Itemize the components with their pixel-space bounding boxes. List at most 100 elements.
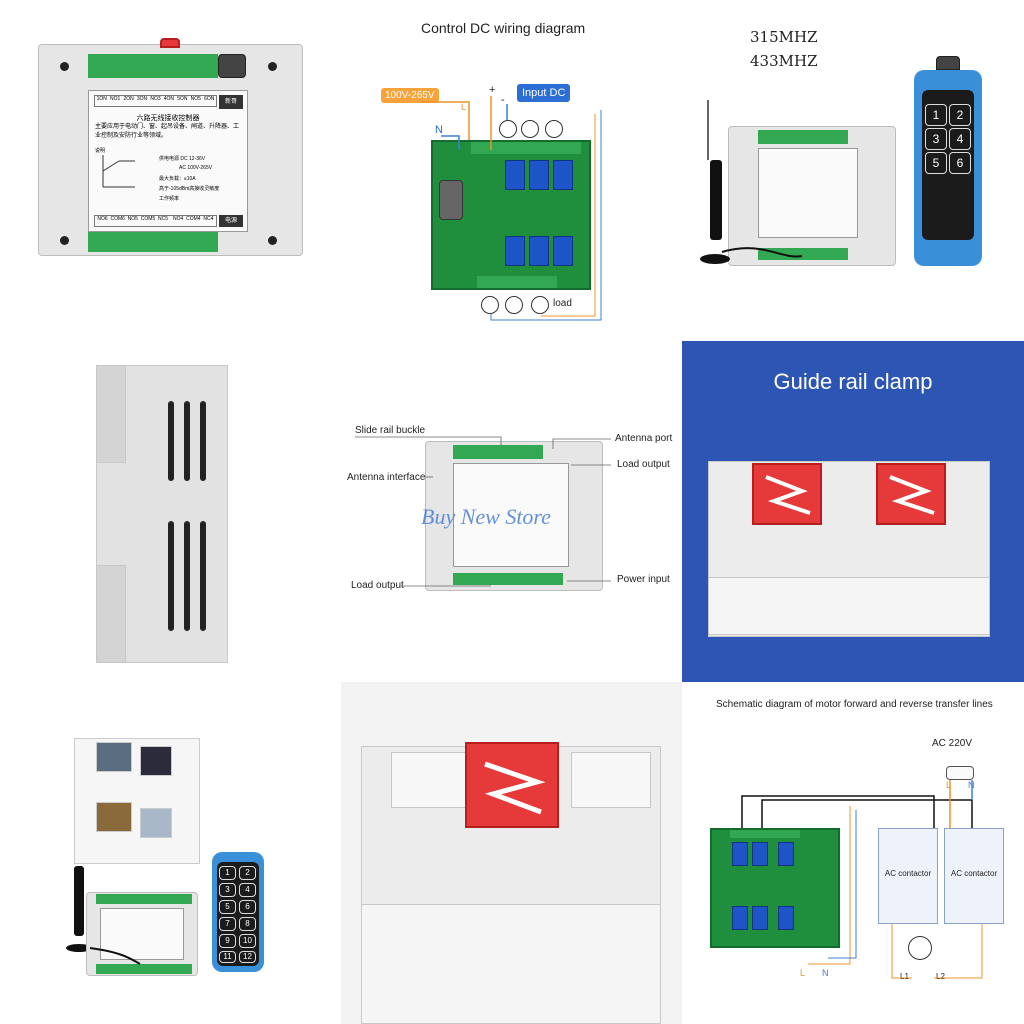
label-description: 主要应用于电动门、窗、起吊设备、闸道、升降器、工业控制及安防行业等领域。 — [95, 124, 240, 139]
relay — [505, 160, 525, 190]
remote-key[interactable]: 1 — [925, 104, 947, 126]
antenna-port-block — [218, 54, 246, 78]
n-bottom-label: N — [822, 968, 829, 978]
remote-control: 1 2 3 4 5 6 — [914, 56, 982, 266]
pcb-terminal-top — [471, 142, 581, 154]
channel-label: NC5 — [158, 216, 169, 222]
relay — [553, 236, 573, 266]
clamp-spring-marks — [484, 761, 546, 815]
guide-rail-clamp-panel: Guide rail clamp — [682, 341, 1024, 682]
remote-key[interactable]: 6 — [949, 152, 971, 174]
terminal-circle — [545, 120, 563, 138]
remote-key[interactable]: 1 — [219, 866, 236, 880]
remote-key[interactable]: 5 — [219, 900, 236, 914]
switch-symbol — [102, 155, 135, 188]
terminal-circle — [505, 296, 523, 314]
neutral-label: N — [435, 124, 443, 136]
antenna-base — [700, 254, 730, 264]
relay — [505, 236, 525, 266]
remote-key[interactable]: 11 — [219, 951, 236, 963]
power-module — [439, 180, 463, 220]
relay — [529, 236, 549, 266]
terminal-circle — [521, 120, 539, 138]
remote-key[interactable]: 6 — [239, 900, 256, 914]
terminal-strip-bottom — [758, 248, 848, 260]
diagram-title: Control DC wiring diagram — [421, 20, 586, 36]
module-label: 1ON NO1 2ON 3ON NO3 4ON 5ON NO5 6ON 新哥 六… — [88, 90, 248, 232]
remote-key[interactable]: 10 — [239, 934, 256, 948]
rail-clamp-left — [752, 463, 822, 525]
vent-slot — [184, 401, 190, 481]
vent-slot — [184, 521, 190, 631]
channel-label: 3ON — [136, 96, 148, 102]
photo-thumbnail — [96, 802, 132, 832]
remote-key[interactable]: 4 — [239, 883, 256, 897]
frequency-315: 315MHZ — [750, 28, 818, 46]
relay — [752, 906, 768, 930]
vent-slot — [200, 401, 206, 481]
channel-row-bottom: NO6 COM6 NO5 COM5 NC5 NO4 COM4 NC4 — [94, 215, 217, 227]
mount-hole — [268, 62, 277, 71]
remote-key[interactable]: 3 — [925, 128, 947, 150]
antenna-cable — [707, 100, 803, 258]
channel-label: NO4 — [173, 216, 184, 222]
ac-220-label: AC 220V — [932, 738, 973, 749]
power-text: 供电电源 — [159, 156, 180, 162]
module-label — [453, 463, 569, 567]
relay — [732, 842, 748, 866]
remote-key[interactable]: 3 — [219, 883, 236, 897]
mount-hole — [60, 236, 69, 245]
remote-key[interactable]: 2 — [239, 866, 256, 880]
module-label — [100, 908, 184, 960]
terminal-strip-top — [96, 894, 192, 904]
dc-text: DC 12-36V — [180, 156, 206, 162]
channel-row-top: 1ON NO1 2ON 3ON NO3 4ON 5ON NO5 6ON — [94, 95, 217, 107]
channel-label: 6ON — [204, 96, 215, 102]
channel-label: NO1 — [110, 96, 121, 102]
antenna-port-label: Antenna port — [615, 433, 673, 444]
load-label: load — [553, 298, 572, 309]
remote-lanyard — [936, 56, 960, 70]
plus-label: + — [489, 84, 496, 96]
callout-lines — [355, 436, 611, 587]
channel-label: COM5 — [140, 216, 156, 222]
load-output-left-label: Load output — [351, 580, 404, 591]
terminal-circle — [481, 296, 499, 314]
antenna-base — [66, 944, 92, 952]
remote-key[interactable]: 8 — [239, 917, 256, 931]
remote-key[interactable]: 12 — [239, 951, 256, 963]
brand-tag: 新哥 — [219, 95, 243, 109]
vent-slot — [168, 521, 174, 631]
remote-key[interactable]: 2 — [949, 104, 971, 126]
remote-key[interactable]: 7 — [219, 917, 236, 931]
antenna-cable — [89, 947, 141, 965]
terminal-strip-top — [758, 130, 848, 144]
store-watermark: Buy New Store — [421, 504, 551, 529]
power-input-label: Power input — [617, 574, 670, 585]
channel-label: 1ON — [96, 96, 107, 102]
mount-hole — [268, 236, 277, 245]
photo-thumbnail — [140, 746, 172, 776]
housing-flange-bottom — [96, 565, 126, 663]
channel-label: COM4 — [186, 216, 201, 222]
terminal-strip-top — [453, 445, 543, 459]
remote-key[interactable]: 9 — [219, 934, 236, 948]
module-label — [758, 148, 858, 238]
terminal-strip-bottom — [453, 573, 563, 585]
vent-window — [571, 752, 651, 808]
power-tag: 电源 — [219, 215, 243, 227]
remote-key[interactable]: 5 — [925, 152, 947, 174]
mount-hole — [60, 62, 69, 71]
l-label: L — [946, 780, 952, 790]
schematic-title: Schematic diagram of motor forward and r… — [716, 699, 993, 710]
channel-label: NO5 — [127, 216, 138, 222]
schematic-wires — [741, 780, 983, 979]
annotated-module: Slide rail buckle Antenna port Antenna i… — [341, 341, 682, 682]
max-load-label: 最大负载：≤10A — [159, 176, 196, 182]
remote-key[interactable]: 4 — [949, 128, 971, 150]
rail-channel — [708, 577, 990, 635]
vent-slot — [200, 521, 206, 631]
twelve-key-kit: 1 2 3 4 5 6 7 8 9 10 11 12 — [0, 682, 341, 1024]
rail-clip-top — [160, 38, 180, 48]
l1-label: L1 — [900, 972, 909, 981]
